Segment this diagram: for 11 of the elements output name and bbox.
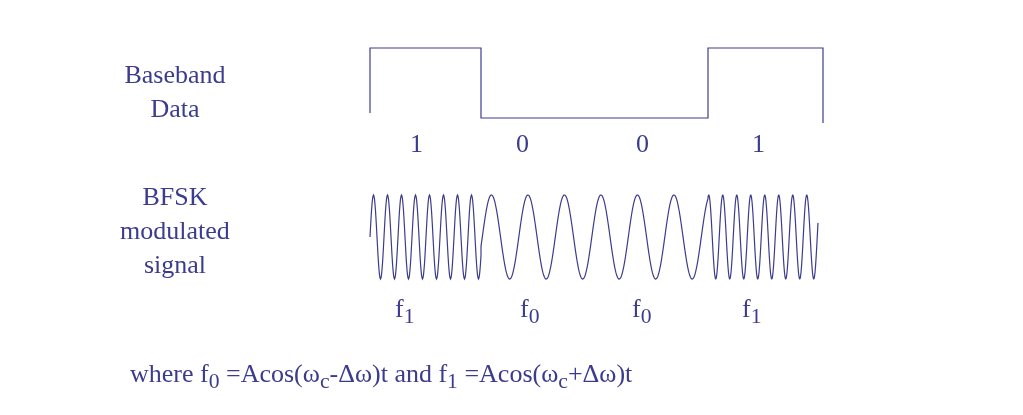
- bit-value: 1: [752, 128, 765, 160]
- axis-label: Baseband Data: [123, 59, 227, 125]
- bit-value: 0: [636, 128, 649, 160]
- bit-value: 1: [410, 128, 423, 160]
- frequency-label: f$_{1}$: [395, 293, 415, 331]
- axis-label: BFSK modulated signal: [119, 181, 231, 281]
- frequency-label: f$_{0}$: [632, 293, 652, 331]
- frequency-label: f$_{1}$: [742, 293, 762, 331]
- formula-note: where f$_{0}$ =Acos(ω$_{c}$-Δω)t and f$_{1}$ =Acos(ω$_{c}$+Δω)t: [130, 358, 633, 396]
- bit-value: 0: [516, 128, 529, 160]
- frequency-label: f$_{0}$: [520, 293, 540, 331]
